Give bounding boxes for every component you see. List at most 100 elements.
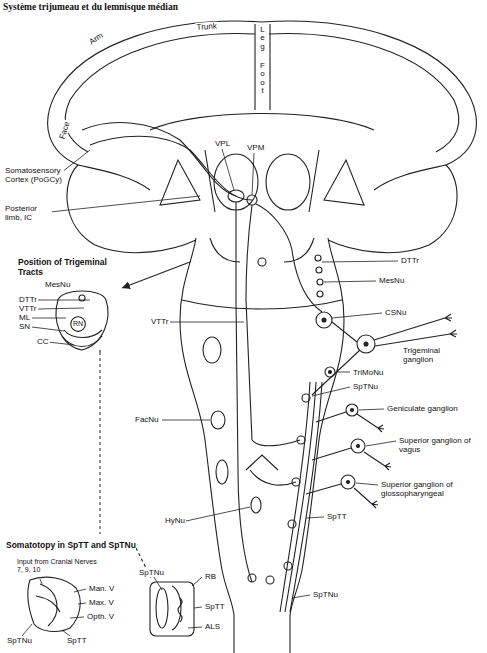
structure-label: Somatosensory Cortex (PoGCy) — [4, 166, 64, 184]
leader-line — [222, 149, 234, 190]
ganglion — [341, 475, 355, 489]
tract — [297, 436, 305, 444]
inset-heading: Somatotopy in SpTT and SpTNu — [6, 541, 136, 551]
cerebrum — [374, 165, 446, 190]
leader-line — [170, 322, 244, 323]
inset-section — [79, 295, 85, 301]
tract — [316, 312, 332, 328]
structure-label: TriMoNu — [352, 368, 384, 377]
thalamus — [214, 154, 310, 210]
ganglion — [445, 314, 457, 337]
structure-label: ALS — [204, 622, 221, 631]
structure-label: DTTr — [18, 295, 38, 304]
structure-label: CSNu — [384, 308, 407, 317]
structure-label: Superior ganglion of vagus — [398, 436, 476, 454]
inset-heading: Position of Trigeminal Tracts — [18, 258, 114, 278]
brainstem — [258, 258, 266, 266]
ganglion — [364, 342, 368, 346]
structure-label: Man. V — [88, 584, 115, 593]
leader-line — [50, 196, 200, 212]
tract — [317, 279, 323, 285]
tract — [317, 291, 323, 297]
structure-label: Input from Cranial Nerves 7, 9, 10 — [16, 558, 98, 574]
cerebrum — [255, 24, 270, 110]
structure-label: MesNu — [44, 280, 71, 289]
tract — [315, 255, 321, 261]
brainstem — [203, 337, 221, 363]
structure-label: Trigeminal ganglion — [402, 346, 454, 364]
structure-label: SpTT — [66, 636, 88, 645]
leader-line — [186, 507, 250, 521]
tract — [82, 123, 236, 196]
structure-label: FacNu — [134, 415, 160, 424]
brainstem — [266, 576, 274, 584]
cerebrum — [48, 21, 477, 253]
leader-line — [162, 420, 210, 421]
somatotopy-figure — [28, 577, 80, 631]
tract — [122, 262, 190, 288]
structure-label: Max. V — [88, 598, 115, 607]
brainstem — [180, 238, 234, 653]
structure-label: Superior ganglion of glossopharyngeal — [380, 480, 468, 498]
cerebrum — [324, 160, 364, 205]
ganglion — [351, 439, 365, 453]
leader-line — [252, 153, 254, 195]
cerebrum — [78, 165, 150, 190]
somatotopy-figure — [36, 596, 60, 612]
structure-label: VTTr — [150, 317, 169, 326]
tract — [284, 562, 292, 570]
tract — [302, 394, 310, 402]
structure-label: SpTNu — [312, 590, 339, 599]
cerebrum — [150, 114, 374, 131]
ganglion — [306, 484, 378, 508]
structure-label: SpTT — [204, 602, 226, 611]
inset-section — [56, 291, 108, 350]
inset-section — [56, 291, 108, 352]
leader-line — [359, 409, 384, 410]
ganglion — [346, 404, 358, 416]
ganglion — [351, 409, 354, 412]
nucleus-label: RN — [73, 320, 83, 328]
tract — [322, 318, 326, 322]
ganglion — [347, 481, 350, 484]
somatotopy-figure — [178, 598, 182, 622]
structure-label: SpTT — [326, 512, 348, 521]
structure-label: Trunk — [195, 21, 218, 32]
tract — [292, 478, 300, 486]
ganglion — [316, 412, 384, 432]
diagram-title: Système trijumeau et du lemnisque médian — [3, 2, 178, 12]
cerebrum — [269, 34, 459, 152]
structure-label: HyNu — [164, 516, 186, 525]
cerebrum — [262, 21, 476, 253]
ganglion — [312, 448, 391, 470]
brainstem — [216, 460, 228, 484]
structure-label: SpTNu — [138, 568, 165, 577]
tract — [285, 382, 316, 612]
nucleus-circle: RN — [70, 316, 86, 332]
structure-label: Face — [57, 120, 72, 142]
structure-label: VPL — [214, 139, 231, 148]
brainstem — [211, 411, 225, 429]
structure-label: DTTr — [400, 256, 420, 265]
leader-line — [306, 517, 324, 518]
ganglion — [357, 445, 360, 448]
structure-label: MesNu — [378, 276, 405, 285]
dashed-connector — [100, 352, 101, 534]
leader-line — [366, 441, 396, 446]
brainstem — [246, 455, 278, 470]
structure-label: SpTNu — [352, 382, 379, 391]
structure-label: ML — [18, 313, 31, 322]
structure-label: Posterior limb, IC — [4, 204, 52, 222]
cerebrum — [205, 150, 319, 212]
inset-panel: Somatotopy in SpTT and SpTNu — [6, 534, 232, 652]
thalamus — [266, 154, 310, 210]
tract — [329, 371, 332, 374]
structure-label: Foot — [259, 62, 266, 96]
structure-label: VPM — [246, 143, 265, 152]
nucleus-outline — [71, 317, 86, 332]
leader-line — [332, 313, 382, 318]
structure-label: Geniculate ganglion — [386, 404, 459, 413]
structure-label: Leg — [259, 26, 266, 51]
tract — [288, 520, 296, 528]
somatotopy-figure — [150, 582, 194, 636]
